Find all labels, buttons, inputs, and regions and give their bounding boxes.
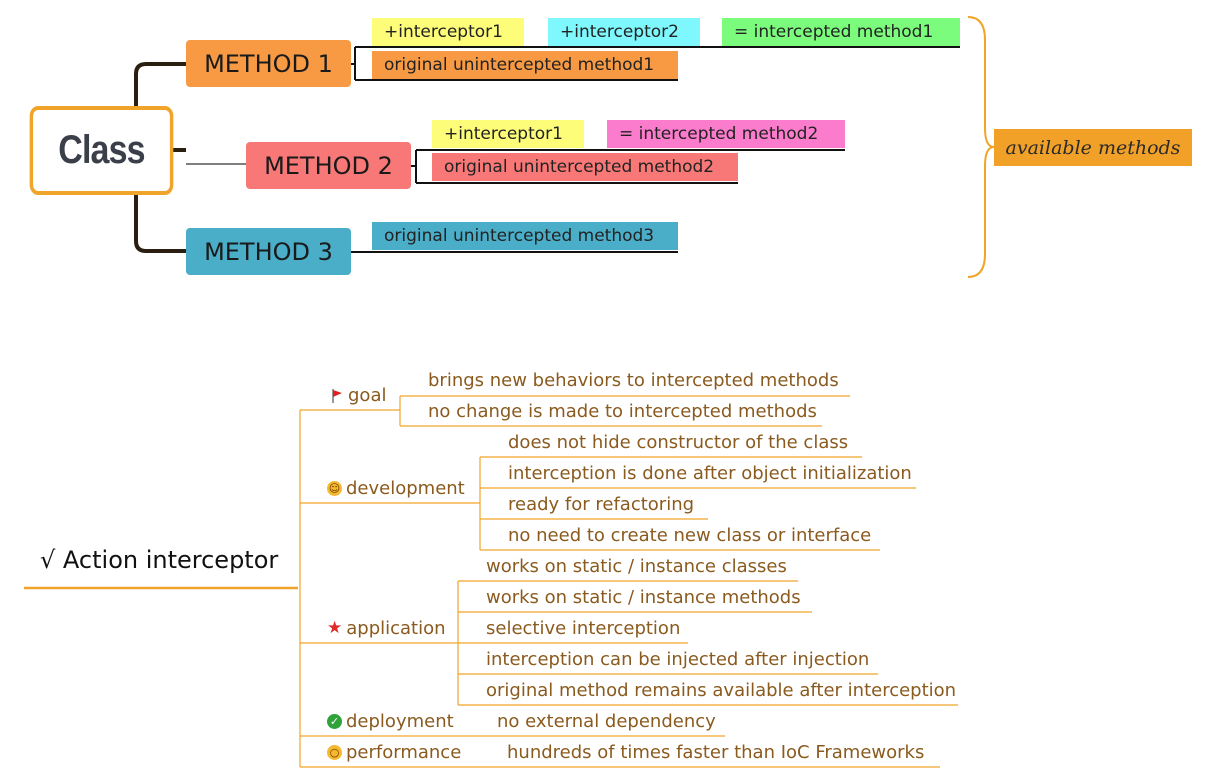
category-application-label: application [346,618,446,639]
action-interceptor-root: √ Action interceptor [40,546,279,574]
development-item: no need to create new class or interface [508,525,872,546]
method2-intercepted-tag: = intercepted method2 [607,120,845,148]
method3-original-tag: original unintercepted method3 [372,222,678,250]
category-deployment-label: deployment [346,711,454,732]
method1-node: METHOD 1 [186,40,351,87]
development-item: interception is done after object initia… [508,463,912,484]
method1-interceptor2-tag: +interceptor2 [548,18,700,46]
flag-icon [332,388,342,403]
category-performance: ○ performance [327,742,461,763]
category-goal: goal [330,385,386,406]
surprised-icon: ○ [327,745,342,760]
star-icon: ★ [327,618,343,638]
application-item: original method remains available after … [486,680,957,701]
category-application: ★ application [327,618,446,639]
category-goal-label: goal [348,385,387,406]
development-item: does not hide constructor of the class [508,432,849,453]
class-node: Class [29,106,174,195]
deployment-item: no external dependency [497,711,716,732]
method1-original-tag: original unintercepted method1 [372,51,678,79]
category-development: ☺ development [327,478,465,499]
development-item: ready for refactoring [508,494,695,515]
check-icon: ✓ [327,714,342,729]
application-item: works on static / instance methods [486,587,801,608]
connector-class-method1 [134,62,187,152]
method3-node: METHOD 3 [186,228,351,275]
goal-item: no change is made to intercepted methods [428,401,817,422]
application-item: works on static / instance classes [486,556,787,577]
goal-item: brings new behaviors to intercepted meth… [428,370,839,391]
performance-item: hundreds of times faster than IoC Framew… [507,742,925,763]
application-item: selective interception [486,618,681,639]
method1-intercepted-tag: = intercepted method1 [722,18,960,46]
method2-original-tag: original unintercepted method2 [432,153,738,181]
connector-class-method3 [134,195,187,253]
available-methods-label: available methods [994,129,1192,166]
bracket-method1 [351,46,960,81]
smiley-icon: ☺ [327,481,342,496]
curly-brace [967,16,995,278]
application-item: interception can be injected after injec… [486,649,870,670]
bracket-method2 [411,149,845,184]
category-performance-label: performance [346,742,462,763]
category-deployment: ✓ deployment [327,711,454,732]
method2-interceptor1-tag: +interceptor1 [432,120,584,148]
method1-interceptor1-tag: +interceptor1 [372,18,524,46]
method2-node: METHOD 2 [246,142,411,189]
category-development-label: development [346,478,465,499]
